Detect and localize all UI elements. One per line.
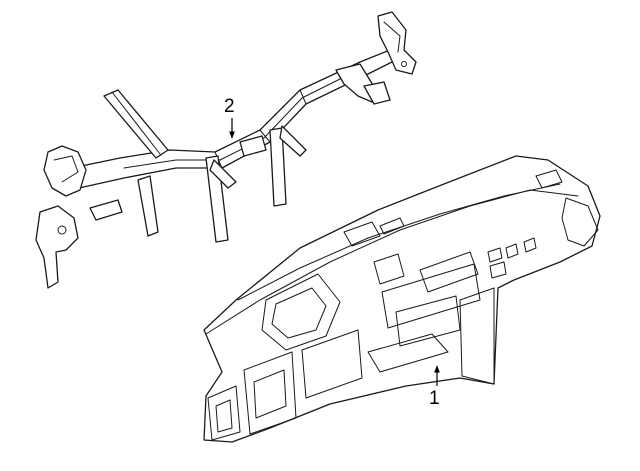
- callout-2: 2: [224, 96, 235, 139]
- callout-1: 1: [429, 365, 440, 409]
- callout-2-label: 2: [224, 96, 235, 117]
- callout-1-label: 1: [429, 388, 440, 409]
- cross-car-beam: [35, 11, 417, 289]
- instrument-panel: [203, 155, 601, 443]
